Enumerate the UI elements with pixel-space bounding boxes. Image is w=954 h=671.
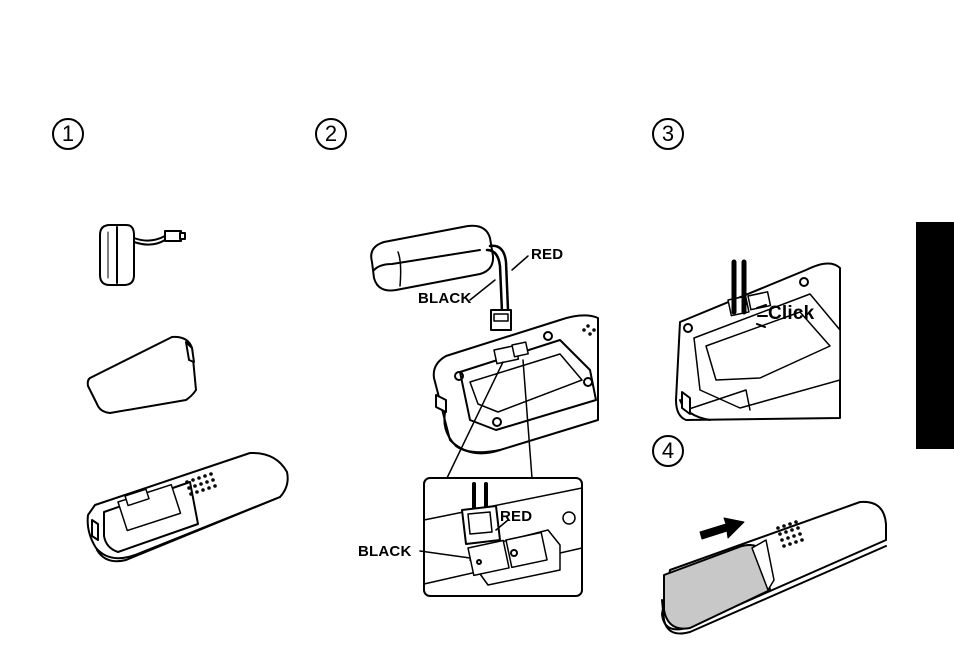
step2-inset-detail <box>420 478 582 596</box>
inset-red-wire-label: RED <box>500 508 532 525</box>
slide-direction-arrow-icon <box>700 518 744 539</box>
step1-battery-pack <box>100 225 185 285</box>
step1-handset <box>88 453 288 561</box>
step1-battery-cover <box>88 337 196 413</box>
step3-compartment <box>676 262 840 420</box>
inset-black-wire-label: BLACK <box>358 543 412 560</box>
step2-handset <box>434 315 598 453</box>
step2-battery-pack <box>371 226 528 330</box>
step4-handset <box>662 502 886 634</box>
red-wire-label: RED <box>531 246 563 263</box>
click-label: Click <box>768 303 814 325</box>
black-wire-label: BLACK <box>418 290 472 307</box>
